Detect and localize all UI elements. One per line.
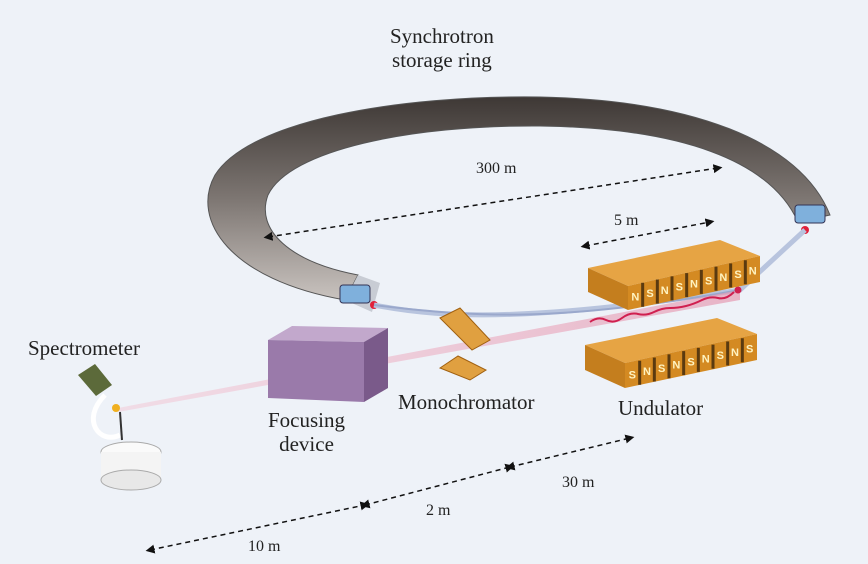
magnet-pole-label: N (719, 272, 727, 284)
arrow-5m (580, 218, 715, 250)
undulator-label: Undulator (618, 396, 704, 420)
magnet-pole-label: S (658, 363, 665, 375)
magnet-pole-label: S (717, 350, 724, 362)
focusing-device-label-line1: Focusing (268, 408, 346, 432)
magnet-pole-label: S (676, 282, 683, 294)
distance-5m: 5 m (614, 212, 639, 229)
magnet-pole-label: N (749, 266, 757, 278)
storage-ring-label-line2: storage ring (392, 48, 492, 72)
monochromator (438, 307, 491, 381)
distance-30m: 30 m (562, 474, 595, 491)
magnet-pole-label: S (705, 275, 712, 287)
focusing-device (268, 326, 388, 402)
arrow-30m (505, 434, 635, 471)
focusing-device-label: Focusing device (268, 408, 345, 456)
distance-10m: 10 m (248, 538, 281, 555)
arrow-10m (145, 501, 370, 554)
storage-ring-label-line1: Synchrotron (390, 24, 494, 48)
undulating-electron (589, 291, 735, 323)
arrow-300m (263, 164, 723, 241)
monochromator-label: Monochromator (398, 390, 535, 414)
spectrometer (78, 364, 162, 491)
focusing-device-label-line2: device (279, 432, 334, 456)
magnet-pole-label: N (731, 347, 739, 359)
magnet-pole-label: N (631, 291, 639, 303)
magnet-pole-label: N (661, 285, 669, 297)
magnet-pole-label: S (746, 344, 753, 356)
magnet-pole-label: N (702, 353, 710, 365)
arrow-2m (360, 463, 515, 509)
magnet-pole-label: N (643, 366, 651, 378)
magnet-pole-label: N (690, 279, 698, 291)
magnet-pole-label: S (646, 288, 653, 300)
distance-2m: 2 m (426, 502, 451, 519)
magnet-pole-label: S (687, 357, 694, 369)
magnet-pole-label: N (672, 360, 680, 372)
storage-ring-label: Synchrotron storage ring (390, 24, 494, 72)
distance-300m: 300 m (476, 160, 517, 177)
magnet-pole-label: S (629, 369, 636, 381)
magnet-pole-label: S (734, 269, 741, 281)
spectrometer-label: Spectrometer (28, 336, 140, 360)
